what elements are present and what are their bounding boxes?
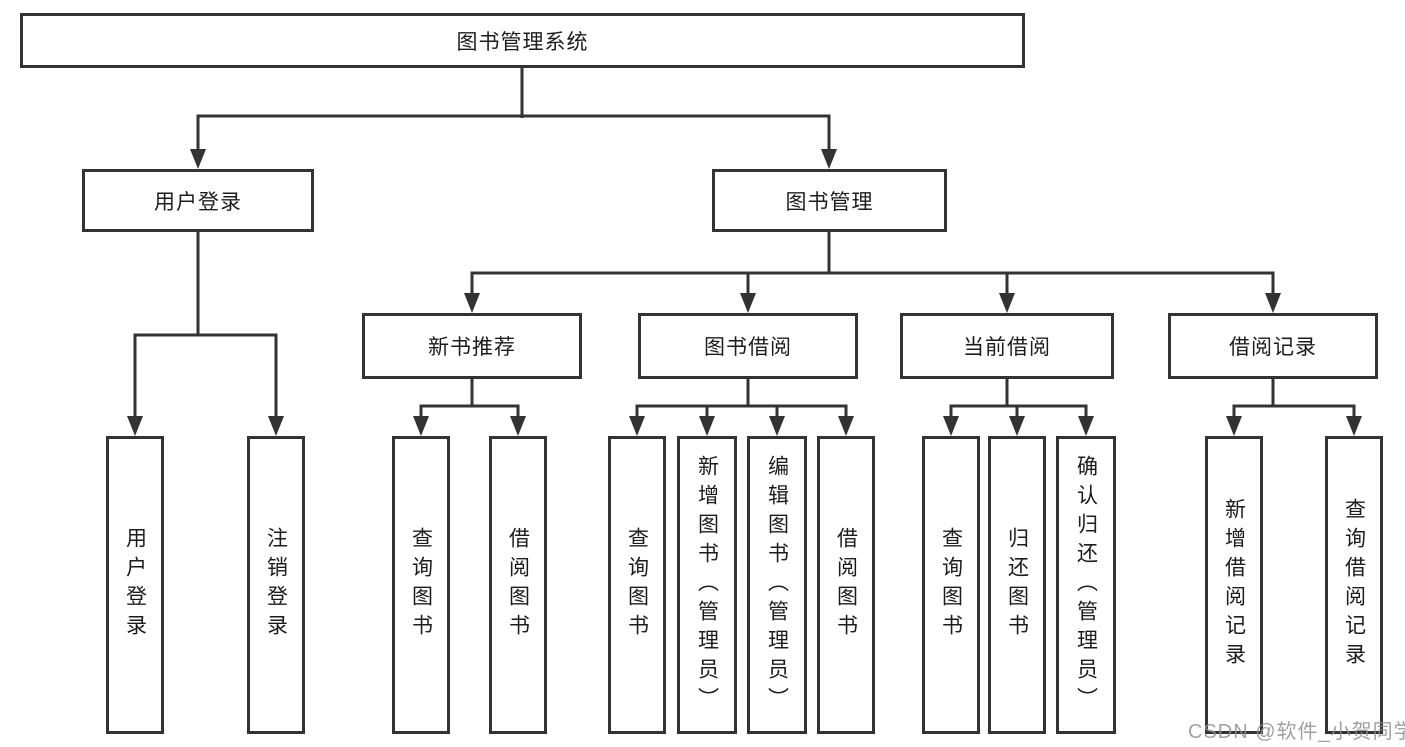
- node-book-management: 图书管理: [712, 169, 947, 232]
- leaf-query-books-borrowing: 查询图书: [608, 436, 666, 734]
- connector-book-mgmt-to-level3: [470, 232, 1275, 300]
- leaf-add-borrow-record: 新增借阅记录: [1205, 436, 1263, 734]
- leaf-return-books: 归还图书: [988, 436, 1046, 734]
- leaf-label: 注销登录: [264, 527, 288, 643]
- leaf-query-books-current: 查询图书: [922, 436, 980, 734]
- connector-user-login-children: [133, 232, 278, 423]
- leaf-query-books-recommend: 查询图书: [392, 436, 450, 734]
- leaf-label: 新增图书（管理员）: [695, 454, 719, 716]
- leaf-label: 查询图书: [939, 527, 963, 643]
- leaf-borrow-books-recommend: 借阅图书: [489, 436, 547, 734]
- leaf-label: 借阅图书: [506, 527, 530, 643]
- leaf-label: 用户登录: [123, 527, 147, 643]
- leaf-confirm-return-admin: 确认归还（管理员）: [1056, 436, 1116, 734]
- leaf-query-borrow-record: 查询借阅记录: [1325, 436, 1383, 734]
- node-borrowing-records: 借阅记录: [1168, 313, 1378, 379]
- connector-borrow-record-children: [1232, 379, 1356, 423]
- node-current-borrowing: 当前借阅: [900, 313, 1114, 379]
- csdn-watermark: CSDN @软件_小贺同学: [1188, 721, 1405, 743]
- node-user-login: 用户登录: [82, 169, 314, 232]
- leaf-user-login: 用户登录: [106, 436, 164, 734]
- leaf-label: 查询图书: [625, 527, 649, 643]
- connector-new-book-children: [419, 379, 520, 423]
- leaf-label: 新增借阅记录: [1222, 498, 1246, 672]
- leaf-add-books-admin: 新增图书（管理员）: [677, 436, 737, 734]
- leaf-label: 查询图书: [409, 527, 433, 643]
- node-library-system: 图书管理系统: [20, 13, 1025, 68]
- leaf-label: 借阅图书: [834, 527, 858, 643]
- leaf-label: 确认归还（管理员）: [1074, 454, 1098, 716]
- connector-root-to-level2: [196, 68, 831, 155]
- leaf-edit-books-admin: 编辑图书（管理员）: [747, 436, 807, 734]
- leaf-label: 归还图书: [1005, 527, 1029, 643]
- connector-book-borrow-children: [635, 379, 848, 423]
- leaf-label: 查询借阅记录: [1342, 498, 1366, 672]
- node-book-borrowing: 图书借阅: [638, 313, 858, 379]
- node-new-book-recommendation: 新书推荐: [362, 313, 582, 379]
- leaf-logout: 注销登录: [247, 436, 305, 734]
- leaf-label: 编辑图书（管理员）: [765, 454, 789, 716]
- leaf-borrow-books: 借阅图书: [817, 436, 875, 734]
